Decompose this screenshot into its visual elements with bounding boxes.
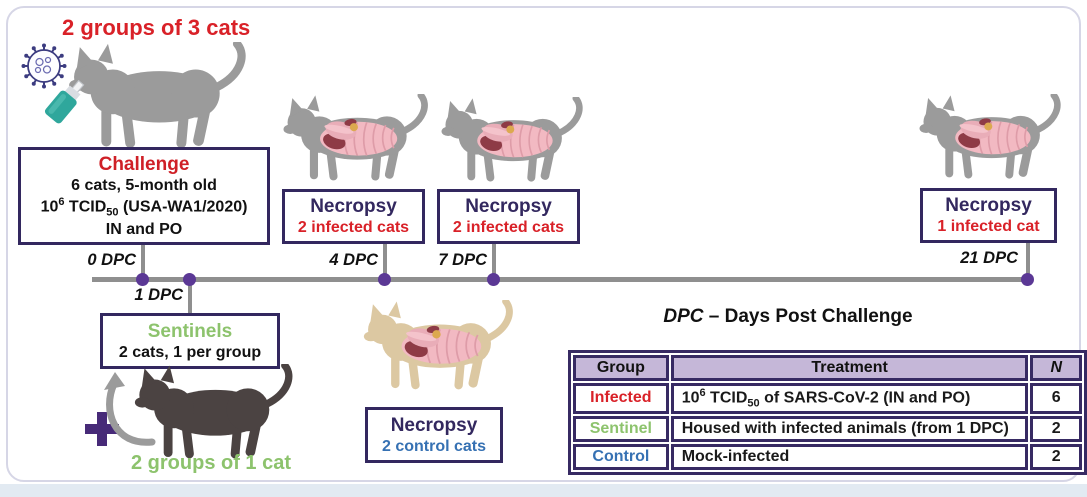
curved-arrow-icon xyxy=(104,372,156,446)
sentinels-title: Sentinels xyxy=(147,320,233,342)
col-header-treatment: Treatment xyxy=(670,355,1029,381)
connector-0dpc xyxy=(141,245,145,279)
necropsy-control-title: Necropsy xyxy=(390,414,478,436)
n-sentinel: 2 xyxy=(1030,415,1082,442)
necropsy-4-title: Necropsy xyxy=(310,196,397,218)
necropsy-box-4dpc: Necropsy 2 infected cats xyxy=(282,189,425,244)
table-row: Infected 106 TCID50 of SARS-CoV-2 (IN an… xyxy=(573,383,1082,414)
necropsy-21-title: Necropsy xyxy=(945,195,1032,217)
tick-label-1dpc: 1 DPC xyxy=(134,286,183,304)
page-bottom-strip xyxy=(0,484,1087,497)
sentinel-cat xyxy=(122,364,294,460)
timeline-dot-0dpc xyxy=(136,273,149,286)
tick-label-0dpc: 0 DPC xyxy=(87,251,136,269)
n-control: 2 xyxy=(1030,443,1082,470)
necropsy-control-subtitle: 2 control cats xyxy=(381,437,487,455)
tick-label-21dpc: 21 DPC xyxy=(960,249,1018,267)
coronavirus-icon xyxy=(21,43,67,89)
challenge-line3: IN and PO xyxy=(105,220,183,238)
necropsy-box-21dpc: Necropsy 1 infected cat xyxy=(920,188,1057,243)
plus-icon xyxy=(85,412,119,446)
timeline-axis xyxy=(92,277,1030,282)
dpc-legend: DPC – Days Post Challenge xyxy=(663,306,913,327)
n-infected: 6 xyxy=(1030,383,1082,414)
timeline-dot-4dpc xyxy=(378,273,391,286)
necropsy-21-subtitle: 1 infected cat xyxy=(937,218,1040,236)
group-infected: Infected xyxy=(573,383,669,414)
timeline-dot-1dpc xyxy=(183,273,196,286)
challenge-box: Challenge 6 cats, 5-month old 106 TCID50… xyxy=(18,147,270,245)
col-header-group: Group xyxy=(573,355,669,381)
table-row: Sentinel Housed with infected animals (f… xyxy=(573,415,1082,442)
table-row: Control Mock-infected 2 xyxy=(573,443,1082,470)
challenge-title: Challenge xyxy=(98,153,190,175)
treatment-infected: 106 TCID50 of SARS-CoV-2 (IN and PO) xyxy=(670,383,1029,414)
challenge-dose: 106 TCID50 (USA-WA1/2020) xyxy=(40,195,248,219)
tick-label-4dpc: 4 DPC xyxy=(329,251,378,269)
necropsy-cat-7dpc xyxy=(430,97,584,183)
tick-label-7dpc: 7 DPC xyxy=(438,251,487,269)
necropsy-7-title: Necropsy xyxy=(465,196,552,218)
necropsy-7-subtitle: 2 infected cats xyxy=(452,219,565,237)
necropsy-4-subtitle: 2 infected cats xyxy=(297,219,410,237)
syringe-icon xyxy=(44,79,85,124)
challenge-line1: 6 cats, 5-month old xyxy=(71,177,217,195)
group-control: Control xyxy=(573,443,669,470)
connector-4dpc xyxy=(383,244,387,279)
timeline-dot-7dpc xyxy=(487,273,500,286)
group-sentinel: Sentinel xyxy=(573,415,669,442)
groups-of-1-label: 2 groups of 1 cat xyxy=(130,452,292,474)
connector-7dpc xyxy=(492,244,496,279)
treatment-control: Mock-infected xyxy=(670,443,1029,470)
table-header-row: Group Treatment N xyxy=(573,355,1082,381)
col-header-n: N xyxy=(1030,355,1082,381)
treatment-sentinel: Housed with infected animals (from 1 DPC… xyxy=(670,415,1029,442)
connector-1dpc xyxy=(188,281,192,314)
sentinels-subtitle: 2 cats, 1 per group xyxy=(118,343,262,361)
necropsy-box-7dpc: Necropsy 2 infected cats xyxy=(437,189,580,244)
timeline-dot-21dpc xyxy=(1021,273,1034,286)
necropsy-cat-21dpc xyxy=(908,94,1062,180)
study-groups-table: Group Treatment N Infected 106 TCID50 of… xyxy=(568,350,1087,475)
connector-21dpc xyxy=(1026,243,1030,279)
sentinels-box: Sentinels 2 cats, 1 per group xyxy=(100,313,280,369)
necropsy-cat-4dpc xyxy=(272,94,429,182)
groups-of-3-label: 2 groups of 3 cats xyxy=(62,15,251,40)
necropsy-box-control: Necropsy 2 control cats xyxy=(365,407,503,463)
control-cat xyxy=(352,300,514,391)
